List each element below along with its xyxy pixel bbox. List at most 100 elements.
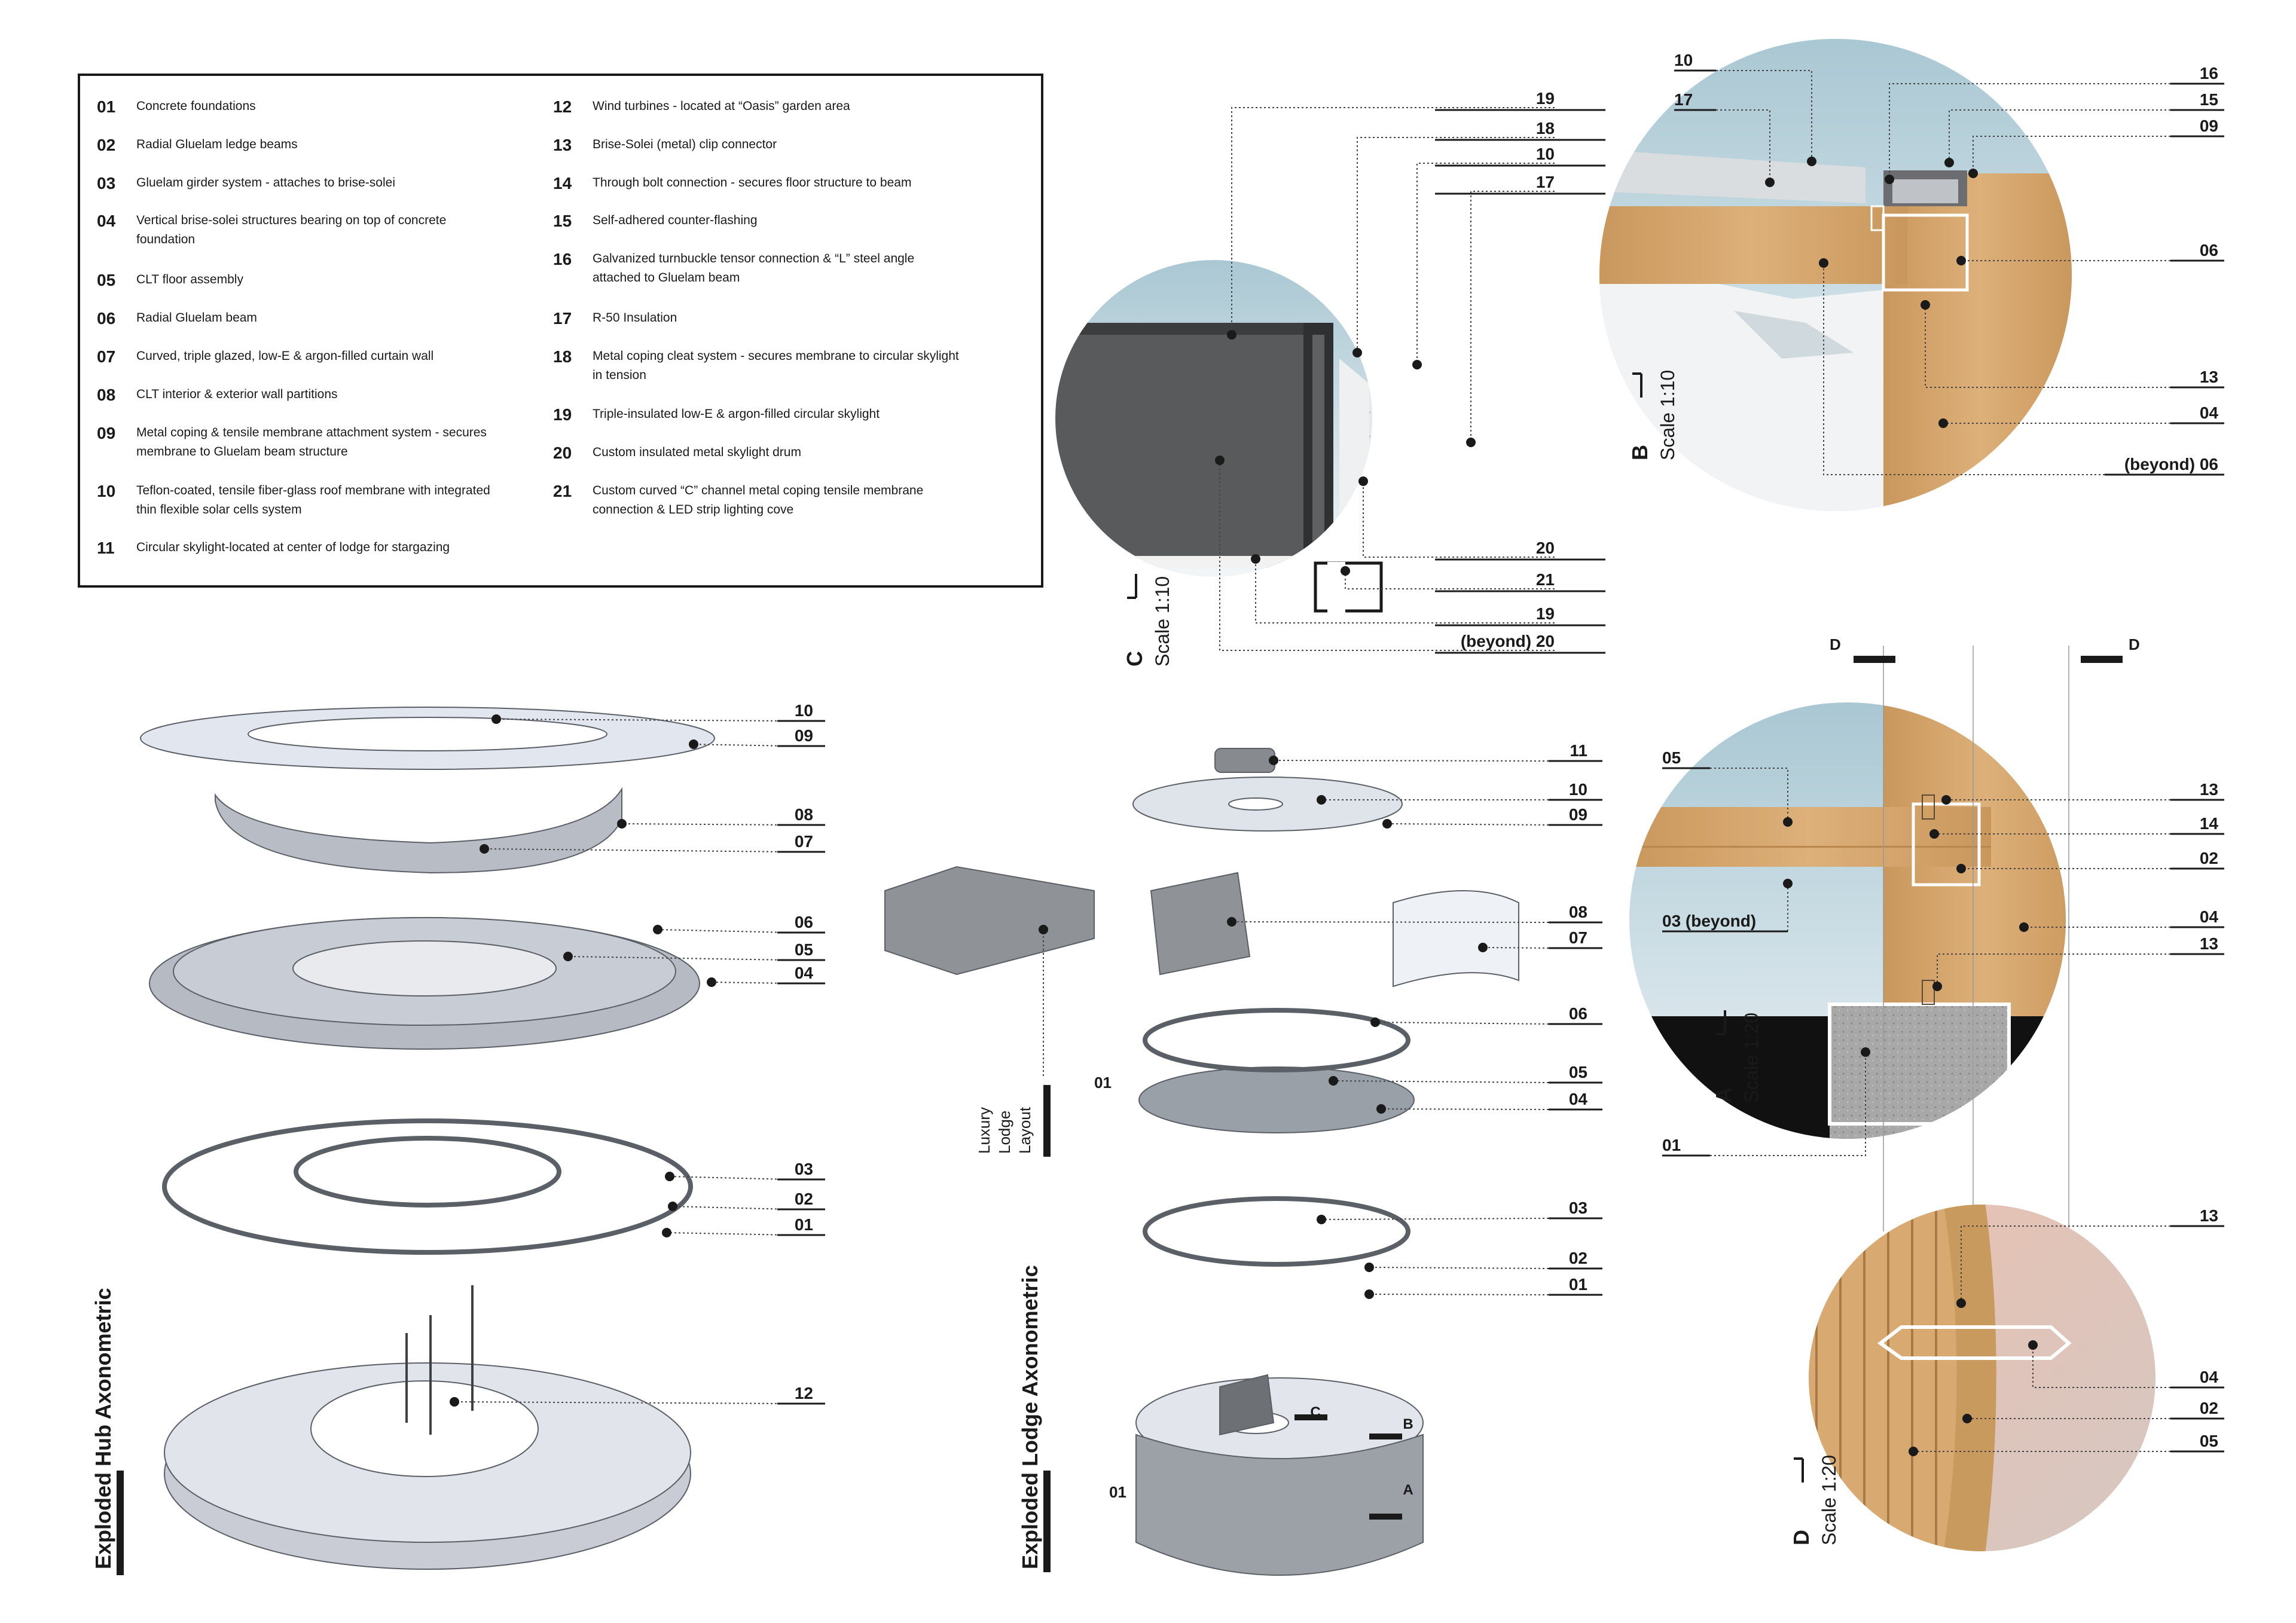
callout-dot (707, 977, 716, 987)
detail-d (1809, 1205, 2155, 1551)
callout-leader (1375, 1022, 1549, 1025)
callout-label: 10 (1536, 145, 1555, 163)
detail-scale: Scale 1:20 (1741, 1013, 1762, 1103)
legend-item-text: Custom insulated metal skylight drum (593, 445, 801, 459)
callout-leader (621, 823, 790, 826)
legend-item-text: Custom curved “C” channel metal coping t… (593, 484, 924, 516)
callout-dot (1466, 438, 1476, 447)
callout-label: 02 (2200, 849, 2218, 867)
callout-leader (1255, 559, 1555, 623)
callout-dot (450, 1397, 459, 1407)
callout-dot (1317, 795, 1326, 805)
callout-dot (1968, 169, 1978, 178)
section-letter: A (1403, 1482, 1413, 1498)
callout-leader (1369, 1267, 1549, 1269)
callout-dot (653, 925, 662, 934)
callout-leader (1369, 1294, 1549, 1295)
callout-leader (1716, 109, 1770, 182)
callout-leader (1357, 137, 1555, 353)
callout-dot (1944, 158, 1954, 167)
callout-leader (1889, 83, 2170, 179)
callout-label: 13 (2200, 780, 2218, 799)
legend-item-text: CLT floor assembly (136, 273, 243, 286)
callout-label: 02 (795, 1190, 813, 1208)
callout-label: 05 (1662, 748, 1681, 767)
legend-item-number: 16 (553, 250, 572, 268)
legend-item-number: 07 (97, 347, 116, 366)
legend-item-number: 20 (553, 444, 572, 462)
callout-dot (1956, 256, 1966, 265)
callout-label: 01 (795, 1215, 813, 1234)
callout-label: 04 (2200, 1368, 2219, 1386)
callout-leader (711, 982, 790, 984)
callout-label: (beyond) 06 (2124, 455, 2218, 473)
callout-dot (1956, 864, 1966, 873)
callout-label: 08 (795, 805, 813, 824)
legend-item-number: 06 (97, 309, 116, 328)
callout-label: 03 (1569, 1199, 1587, 1217)
legend-item-number: 15 (553, 212, 572, 230)
detail-letter: A (1711, 1087, 1736, 1103)
callout-leader (1273, 760, 1549, 762)
callout-dot (662, 1228, 671, 1237)
callout-dot (1039, 925, 1048, 934)
hub-title: Exploded Hub Axonometric (91, 1288, 115, 1569)
legend-item-number: 05 (97, 271, 116, 289)
legend-item-text: Galvanized turnbuckle tensor connection … (593, 252, 915, 285)
callout-dot (2028, 1340, 2038, 1350)
callout-label: 06 (795, 913, 813, 931)
legend-item: 16 Galvanized turnbuckle tensor connectio… (553, 249, 963, 288)
callout-dot (1364, 1263, 1374, 1272)
hub-axonometric (140, 707, 715, 1570)
callout-label: 13 (2200, 934, 2218, 953)
callout-dot (1251, 554, 1260, 564)
legend-item-text: Gluelam girder system - attaches to bris… (136, 176, 395, 189)
lodge-axonometric (884, 748, 1519, 1576)
callout-dot (491, 714, 501, 724)
callout-label: 03 (beyond) (1662, 912, 1756, 930)
callout-label: 04 (1569, 1090, 1588, 1108)
title-bars (117, 1085, 1051, 1575)
legend-item-number: 04 (97, 212, 116, 230)
legend-item-number: 09 (97, 424, 116, 442)
callout-label: 06 (1569, 1004, 1587, 1023)
callout-dot (1269, 756, 1278, 765)
lodge-title: Exploded Lodge Axonometric (1018, 1265, 1042, 1569)
callout-leader (484, 848, 790, 852)
callout-dot (1807, 157, 1816, 166)
callout-dot (1370, 1017, 1380, 1027)
callout-leader (1710, 768, 1788, 822)
unit-number: 01 (1109, 1483, 1126, 1501)
legend-item-number: 14 (553, 174, 572, 192)
callout-leader (567, 956, 790, 961)
legend-item-text: Through bolt connection - secures floor … (593, 176, 912, 189)
callout-leader (693, 744, 790, 747)
callout-leader (1949, 109, 2170, 163)
callout-leader (666, 1232, 790, 1236)
callout-label: 10 (1674, 51, 1693, 69)
legend-item-number: 19 (553, 405, 572, 424)
legend-item-text: R-50 Insulation (593, 311, 677, 325)
callout-label: 13 (2200, 1206, 2218, 1225)
detail-letter: C (1122, 651, 1147, 667)
callout-leader (1710, 1052, 1866, 1156)
legend-item-number: 08 (97, 386, 116, 404)
legend-item-number: 02 (97, 136, 116, 154)
callout-label: 01 (1662, 1136, 1681, 1154)
callout-leader (1387, 823, 1549, 826)
callout-dot (1352, 348, 1362, 357)
callout-label: 19 (1536, 89, 1555, 108)
callout-dot (1227, 917, 1236, 927)
callout-dot (480, 844, 489, 854)
callout-label: (beyond) 20 (1461, 632, 1555, 650)
callout-leader (1345, 571, 1555, 589)
